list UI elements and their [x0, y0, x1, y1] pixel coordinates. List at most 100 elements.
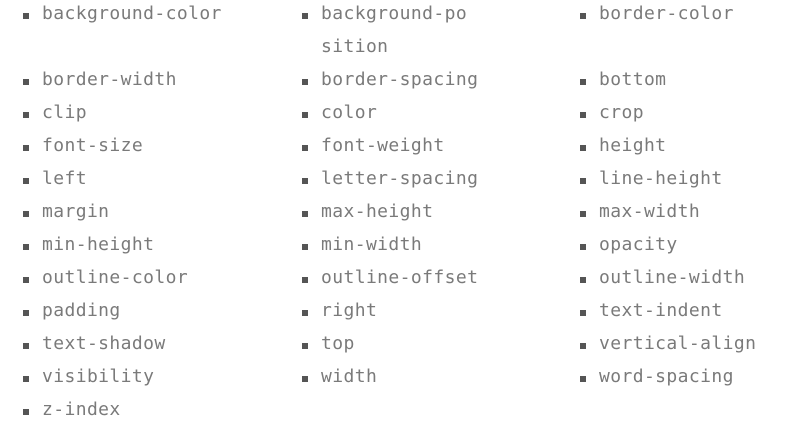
list-item: outline-width — [558, 264, 796, 297]
property-name: outline-offset — [321, 267, 479, 288]
property-name: max-width — [599, 201, 701, 222]
list-item: padding — [0, 297, 279, 330]
list-item: width — [279, 363, 558, 396]
bullet-icon — [580, 244, 586, 250]
list-item: max-height — [279, 198, 558, 231]
property-name: margin — [42, 201, 110, 222]
list-item: left — [0, 165, 279, 198]
list-item: vertical-align — [558, 330, 796, 363]
property-name: clip — [42, 102, 87, 123]
list-item: background-position — [279, 0, 558, 66]
property-name: opacity — [599, 234, 678, 255]
property-name: line-height — [599, 168, 723, 189]
list-item: right — [279, 297, 558, 330]
bullet-icon — [302, 277, 308, 283]
bullet-icon — [23, 376, 29, 382]
list-item: letter-spacing — [279, 165, 558, 198]
bullet-icon — [580, 310, 586, 316]
bullet-icon — [302, 310, 308, 316]
list-item: top — [279, 330, 558, 363]
list-item: border-color — [558, 0, 796, 66]
list-item: z-index — [0, 396, 279, 429]
list-item: outline-color — [0, 264, 279, 297]
list-item: color — [279, 99, 558, 132]
list-item: line-height — [558, 165, 796, 198]
list-item: font-weight — [279, 132, 558, 165]
list-item: min-height — [0, 231, 279, 264]
bullet-icon — [302, 244, 308, 250]
property-name: min-height — [42, 234, 155, 255]
bullet-icon — [580, 343, 586, 349]
property-name: background-color — [42, 3, 222, 24]
list-item: border-width — [0, 66, 279, 99]
list-item: crop — [558, 99, 796, 132]
property-name: max-height — [321, 201, 434, 222]
property-name: min-width — [321, 234, 423, 255]
bullet-icon — [302, 13, 308, 19]
property-name: outline-color — [42, 267, 189, 288]
bullet-icon — [580, 277, 586, 283]
bullet-icon — [302, 145, 308, 151]
bullet-icon — [23, 13, 29, 19]
bullet-icon — [23, 310, 29, 316]
property-name: height — [599, 135, 667, 156]
bullet-icon — [302, 211, 308, 217]
property-name: text-indent — [599, 300, 723, 321]
bullet-icon — [580, 79, 586, 85]
property-name: border-width — [42, 69, 177, 90]
property-name: border-color — [599, 3, 734, 24]
property-name: color — [321, 102, 378, 123]
bullet-icon — [23, 211, 29, 217]
property-name: text-shadow — [42, 333, 166, 354]
property-name: vertical-align — [599, 333, 757, 354]
bullet-icon — [302, 343, 308, 349]
bullet-icon — [23, 145, 29, 151]
bullet-icon — [580, 13, 586, 19]
list-item: word-spacing — [558, 363, 796, 396]
list-item: max-width — [558, 198, 796, 231]
list-item: height — [558, 132, 796, 165]
property-name: font-size — [42, 135, 144, 156]
list-item: opacity — [558, 231, 796, 264]
list-item: font-size — [0, 132, 279, 165]
bullet-icon — [23, 178, 29, 184]
bullet-icon — [23, 277, 29, 283]
property-name: background-position — [321, 3, 468, 57]
property-name: border-spacing — [321, 69, 479, 90]
bullet-icon — [302, 376, 308, 382]
list-item: border-spacing — [279, 66, 558, 99]
bullet-icon — [580, 178, 586, 184]
bullet-icon — [23, 79, 29, 85]
list-item: background-color — [0, 0, 279, 66]
property-name: outline-width — [599, 267, 746, 288]
property-name: right — [321, 300, 378, 321]
list-item: clip — [0, 99, 279, 132]
property-name: left — [42, 168, 87, 189]
property-name: padding — [42, 300, 121, 321]
bullet-icon — [580, 112, 586, 118]
property-name: z-index — [42, 399, 121, 420]
bullet-icon — [580, 145, 586, 151]
bullet-icon — [23, 343, 29, 349]
list-item: text-shadow — [0, 330, 279, 363]
bullet-icon — [23, 112, 29, 118]
property-name: crop — [599, 102, 644, 123]
property-name: word-spacing — [599, 366, 734, 387]
bullet-icon — [302, 79, 308, 85]
property-name: letter-spacing — [321, 168, 479, 189]
list-item: visibility — [0, 363, 279, 396]
property-name: top — [321, 333, 355, 354]
property-name: visibility — [42, 366, 155, 387]
bullet-icon — [302, 178, 308, 184]
property-name: font-weight — [321, 135, 445, 156]
bullet-icon — [580, 211, 586, 217]
list-item: outline-offset — [279, 264, 558, 297]
bullet-icon — [23, 409, 29, 415]
property-name: width — [321, 366, 378, 387]
list-item: text-indent — [558, 297, 796, 330]
list-item: min-width — [279, 231, 558, 264]
bullet-icon — [580, 376, 586, 382]
bullet-icon — [302, 112, 308, 118]
property-name: bottom — [599, 69, 667, 90]
